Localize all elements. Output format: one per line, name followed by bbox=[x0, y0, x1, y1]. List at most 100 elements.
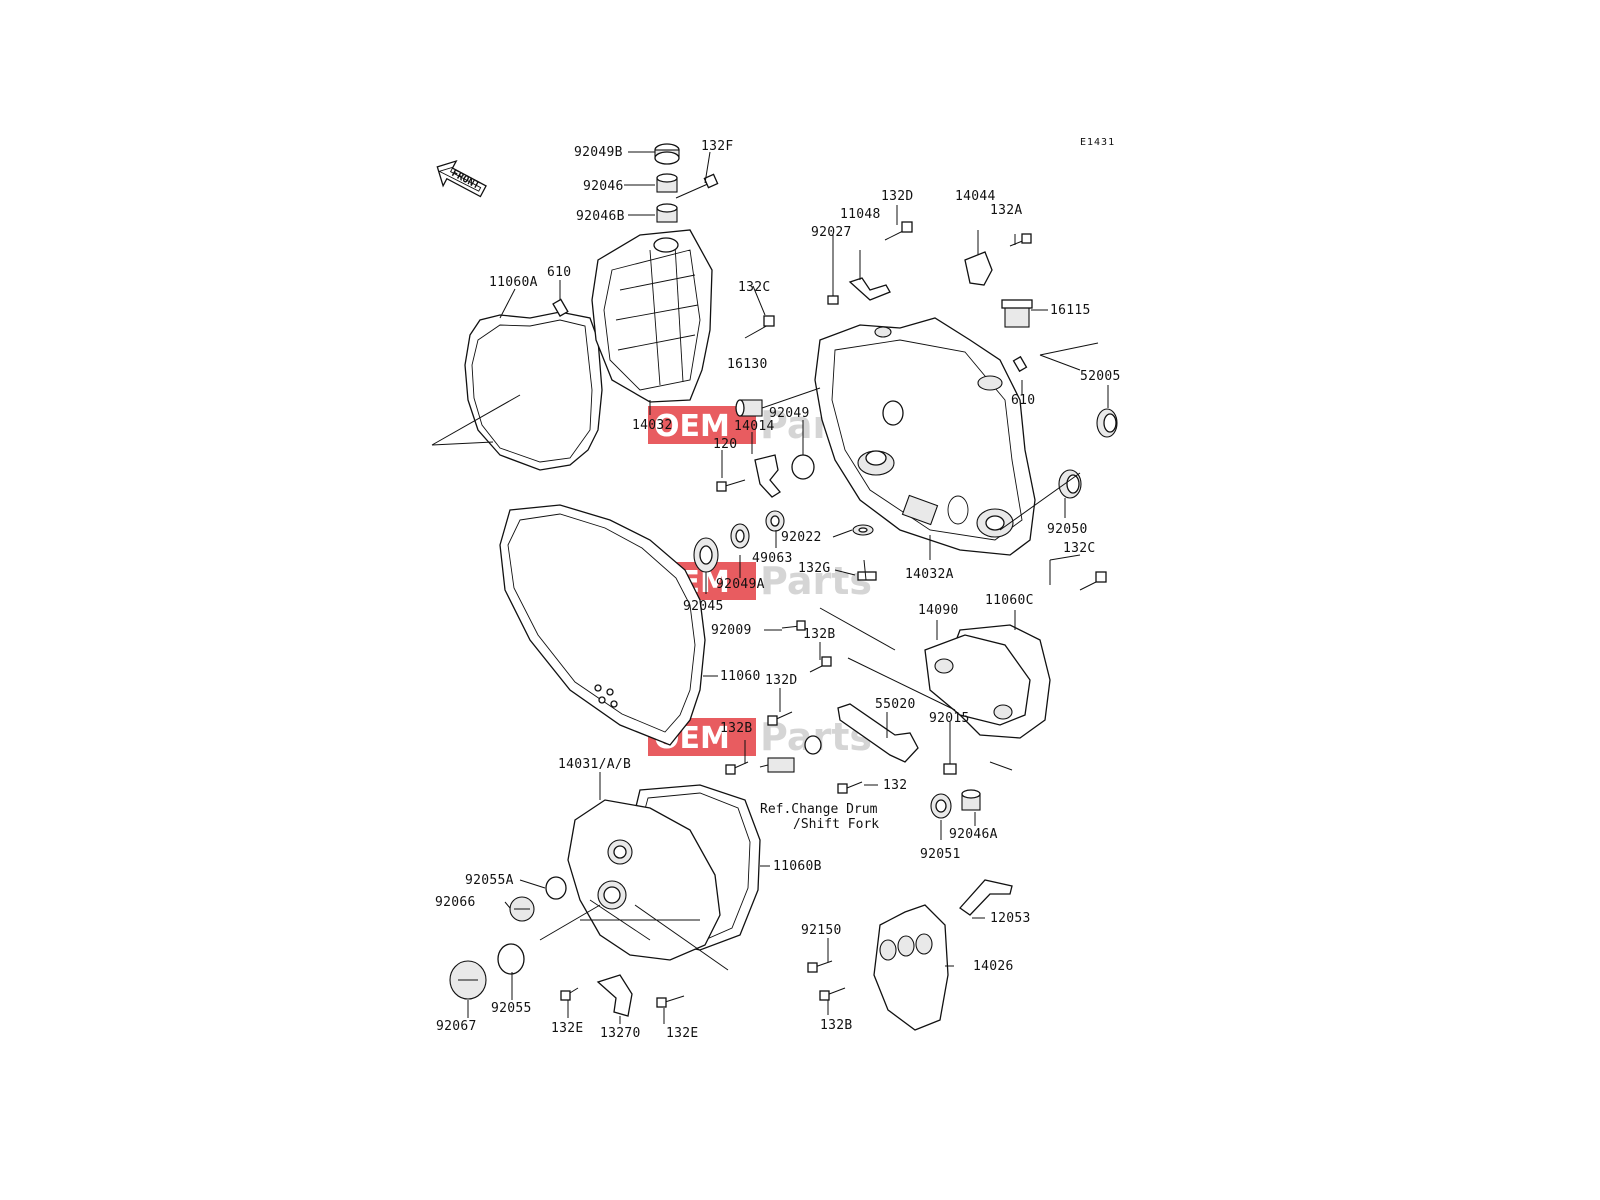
bolt-132b-c bbox=[819, 987, 846, 1001]
label-132b: 132B bbox=[803, 627, 836, 642]
label-92027: 92027 bbox=[811, 225, 852, 240]
bearing-92046 bbox=[656, 173, 678, 193]
label-12053: 12053 bbox=[990, 911, 1031, 926]
label-14031: 14031/A/B bbox=[558, 757, 631, 772]
label-120: 120 bbox=[713, 437, 737, 452]
screw-92009 bbox=[781, 620, 806, 631]
label-92022: 92022 bbox=[781, 530, 822, 545]
svg-text:OEM: OEM bbox=[654, 409, 730, 444]
cap-92066 bbox=[509, 896, 535, 922]
label-92067: 92067 bbox=[436, 1019, 477, 1034]
label-14014: 14014 bbox=[734, 419, 775, 434]
label-92050: 92050 bbox=[1047, 522, 1088, 537]
label-132e-b: 132E bbox=[666, 1026, 699, 1041]
label-92150: 92150 bbox=[801, 923, 842, 938]
label-16130: 16130 bbox=[727, 357, 768, 372]
nut-92027 bbox=[827, 295, 839, 305]
label-132d-b: 132D bbox=[765, 673, 798, 688]
leader-lines bbox=[431, 151, 1109, 1024]
switch-part bbox=[759, 735, 822, 773]
label-132c: 132C bbox=[738, 280, 771, 295]
bearing-92045 bbox=[693, 537, 719, 573]
label-11060a: 11060A bbox=[489, 275, 538, 290]
label-610: 610 bbox=[547, 265, 571, 280]
right-cover-14032a bbox=[814, 317, 1036, 556]
label-132g: 132G bbox=[798, 561, 831, 576]
seal-52005 bbox=[1096, 408, 1118, 438]
bolt-132d-b bbox=[767, 711, 793, 726]
label-92046b: 92046B bbox=[576, 209, 625, 224]
label-132e: 132E bbox=[551, 1021, 584, 1036]
bolt-132f bbox=[675, 173, 719, 199]
label-11060c: 11060C bbox=[985, 593, 1034, 608]
label-52005: 52005 bbox=[1080, 369, 1121, 384]
bracket-14044 bbox=[964, 251, 993, 286]
label-610-b: 610 bbox=[1011, 393, 1035, 408]
label-132b-c: 132B bbox=[820, 1018, 853, 1033]
label-92045: 92045 bbox=[683, 599, 724, 614]
bracket-13270 bbox=[596, 974, 633, 1017]
plug-16115 bbox=[1001, 299, 1033, 328]
label-14032a: 14032A bbox=[905, 567, 954, 582]
label-92051: 92051 bbox=[920, 847, 961, 862]
bolt-132a bbox=[1009, 233, 1032, 247]
cap-92067 bbox=[449, 960, 487, 1000]
gasket-11060 bbox=[499, 504, 706, 746]
lever-14014 bbox=[754, 454, 781, 498]
guide-12053 bbox=[959, 879, 1013, 916]
label-14044: 14044 bbox=[955, 189, 996, 204]
nut-92015 bbox=[943, 763, 957, 775]
bolt-132c-b bbox=[1079, 571, 1107, 591]
bolt-120 bbox=[716, 479, 746, 492]
washer-92022 bbox=[852, 524, 874, 536]
label-92049b: 92049B bbox=[574, 145, 623, 160]
bracket-11048 bbox=[848, 277, 891, 301]
ref-note-line2: /Shift Fork bbox=[793, 817, 879, 832]
dowel-610 bbox=[552, 298, 569, 317]
seal-49063 bbox=[765, 510, 785, 532]
label-14090: 14090 bbox=[918, 603, 959, 618]
oring-92055a bbox=[545, 876, 567, 900]
label-11048: 11048 bbox=[840, 207, 881, 222]
ref-note-line1: Ref.Change Drum bbox=[760, 802, 878, 817]
bolt-92150 bbox=[807, 960, 833, 973]
label-92066: 92066 bbox=[435, 895, 476, 910]
dowel-610-b bbox=[1012, 355, 1028, 373]
label-92015: 92015 bbox=[929, 711, 970, 726]
front-arrow-icon bbox=[436, 159, 487, 198]
label-92046: 92046 bbox=[583, 179, 624, 194]
seal-92050 bbox=[1058, 469, 1082, 499]
seal-92051 bbox=[930, 793, 952, 819]
label-92009: 92009 bbox=[711, 623, 752, 638]
label-55020: 55020 bbox=[875, 697, 916, 712]
label-92049: 92049 bbox=[769, 406, 810, 421]
label-132b-b: 132B bbox=[720, 721, 753, 736]
bolt-132e-a bbox=[560, 987, 579, 1001]
label-132a: 132A bbox=[990, 203, 1023, 218]
bolt-132 bbox=[837, 781, 863, 794]
bolt-132b-a bbox=[809, 656, 832, 673]
label-92055a: 92055A bbox=[465, 873, 514, 888]
svg-text:Parts: Parts bbox=[760, 559, 872, 603]
label-132c-b: 132C bbox=[1063, 541, 1096, 556]
bearing-92046b bbox=[656, 203, 678, 223]
oring-92049 bbox=[791, 454, 815, 480]
label-92055: 92055 bbox=[491, 1001, 532, 1016]
label-14026: 14026 bbox=[973, 959, 1014, 974]
part-labels: 92049B 132F 92046 92046B 11060A 610 132C… bbox=[435, 139, 1121, 1041]
label-132f: 132F bbox=[701, 139, 734, 154]
label-132d: 132D bbox=[881, 189, 914, 204]
diagram-code: E1431 bbox=[1080, 137, 1115, 148]
bearing-92046a bbox=[961, 789, 981, 811]
bolt-132e-b bbox=[656, 995, 685, 1008]
label-92046a: 92046A bbox=[949, 827, 998, 842]
label-14032: 14032 bbox=[632, 418, 673, 433]
clutch-cover-14032 bbox=[591, 229, 713, 403]
bearing-92049b bbox=[654, 143, 680, 165]
cover-14090 bbox=[924, 634, 1031, 726]
label-92049a: 92049A bbox=[716, 577, 765, 592]
label-132: 132 bbox=[883, 778, 907, 793]
label-49063: 49063 bbox=[752, 551, 793, 566]
bolt-132c-a bbox=[744, 315, 775, 339]
bracket-55020 bbox=[837, 703, 919, 763]
